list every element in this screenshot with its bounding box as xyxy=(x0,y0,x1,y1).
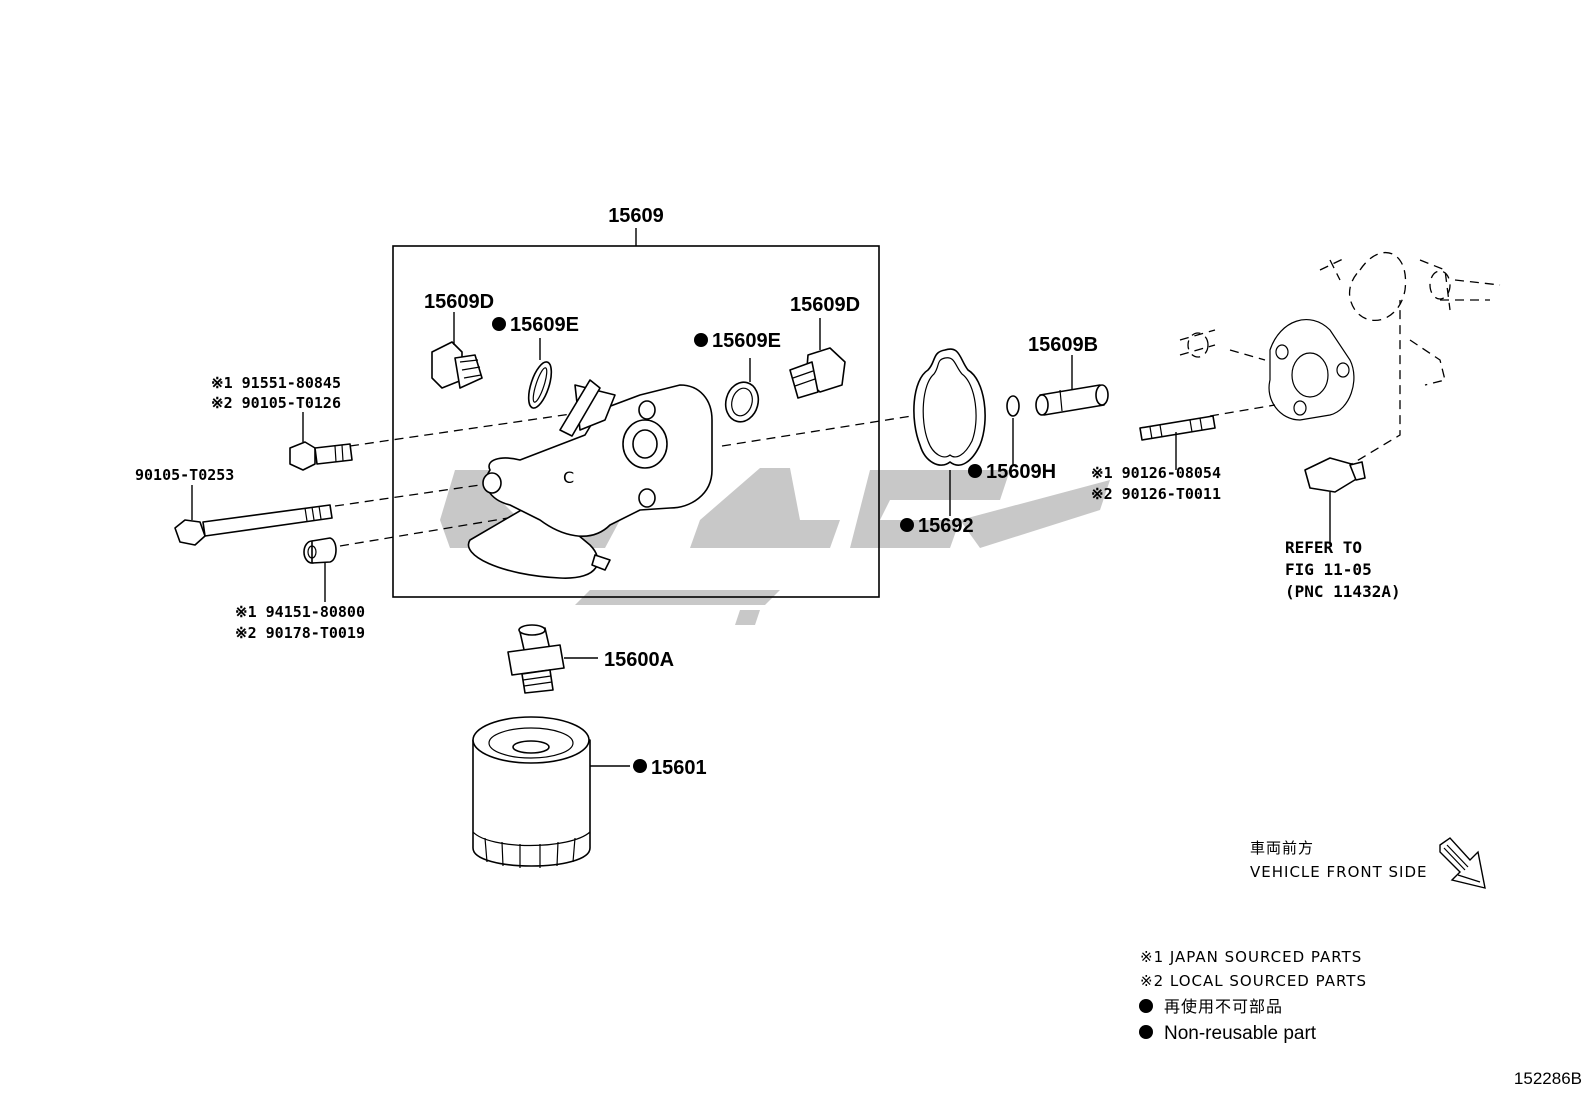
label-15609D-left: 15609D xyxy=(424,291,494,313)
label-collar-2: ※2 90178-T0019 xyxy=(235,624,365,642)
label-15609H: 15609H xyxy=(986,461,1056,483)
svg-text:C: C xyxy=(563,468,574,487)
group-label: 15609 xyxy=(608,205,664,227)
engine-block-reference xyxy=(1179,252,1501,421)
stud-bolt: ※1 90126-08054 ※2 90126-T0011 xyxy=(1091,415,1221,503)
diagram-id: 152286B xyxy=(1514,1069,1582,1088)
bolt-upper: ※1 91551-80845 ※2 90105-T0126 xyxy=(211,374,353,471)
label-15601: 15601 xyxy=(651,757,707,779)
nonreusable-dot-icon xyxy=(633,759,647,773)
label-collar-1: ※1 94151-80800 xyxy=(235,603,365,621)
label-15609E-right: 15609E xyxy=(712,330,781,352)
label-15609E-left: 15609E xyxy=(510,314,579,336)
legend-jp-nonreuse: 再使用不可部品 xyxy=(1164,997,1283,1016)
label-bolt-upper-2: ※2 90105-T0126 xyxy=(211,394,341,412)
group-box-15609: 15609 xyxy=(392,205,880,598)
pipe-15609B: 15609B xyxy=(1028,334,1109,416)
label-90105-T0253: 90105-T0253 xyxy=(135,466,234,484)
arrow-down-right-icon xyxy=(1439,837,1486,889)
legend-en-nonreuse: Non-reusable part xyxy=(1164,1023,1317,1044)
union-15600A: 15600A xyxy=(507,624,674,694)
oil-filter-15601: 15601 xyxy=(472,716,707,868)
nonreusable-dot-icon xyxy=(1139,1025,1153,1039)
legend: ※1 JAPAN SOURCED PARTS ※2 LOCAL SOURCED … xyxy=(1139,948,1367,1044)
refer-line3: (PNC 11432A) xyxy=(1285,582,1401,601)
gasket-15692: 15692 xyxy=(900,348,986,537)
gasket-15609E-left: 15609E xyxy=(492,314,579,409)
label-15609D-right: 15609D xyxy=(790,294,860,316)
oil-filter-bracket: C xyxy=(467,379,713,579)
bolt-long: 90105-T0253 xyxy=(135,466,333,546)
refer-plug: REFER TO FIG 11-05 (PNC 11432A) xyxy=(1285,457,1401,601)
vehicle-front-direction: 車両前方 VEHICLE FRONT SIDE xyxy=(1250,837,1486,889)
nonreusable-dot-icon xyxy=(694,333,708,347)
label-stud-2: ※2 90126-T0011 xyxy=(1091,485,1221,503)
label-15609B: 15609B xyxy=(1028,334,1098,356)
label-15692: 15692 xyxy=(918,515,974,537)
nonreusable-dot-icon xyxy=(968,464,982,478)
plug-15609D-left: 15609D xyxy=(424,291,494,389)
legend-note1: ※1 JAPAN SOURCED PARTS xyxy=(1140,948,1362,966)
label-15600A: 15600A xyxy=(604,649,674,671)
nonreusable-dot-icon xyxy=(900,518,914,532)
collar: ※1 94151-80800 ※2 90178-T0019 xyxy=(235,537,365,642)
direction-jp: 車両前方 xyxy=(1250,839,1314,857)
direction-en: VEHICLE FRONT SIDE xyxy=(1250,863,1428,881)
refer-line2: FIG 11-05 xyxy=(1285,560,1372,579)
legend-note2: ※2 LOCAL SOURCED PARTS xyxy=(1140,972,1367,990)
plug-15609D-right: 15609D xyxy=(789,294,860,399)
nonreusable-dot-icon xyxy=(492,317,506,331)
gasket-15609E-right: 15609E xyxy=(694,330,781,423)
oring-15609H: 15609H xyxy=(968,395,1056,483)
refer-line1: REFER TO xyxy=(1285,538,1362,557)
label-stud-1: ※1 90126-08054 xyxy=(1091,464,1221,482)
label-bolt-upper-1: ※1 91551-80845 xyxy=(211,374,341,392)
nonreusable-dot-icon xyxy=(1139,999,1153,1013)
